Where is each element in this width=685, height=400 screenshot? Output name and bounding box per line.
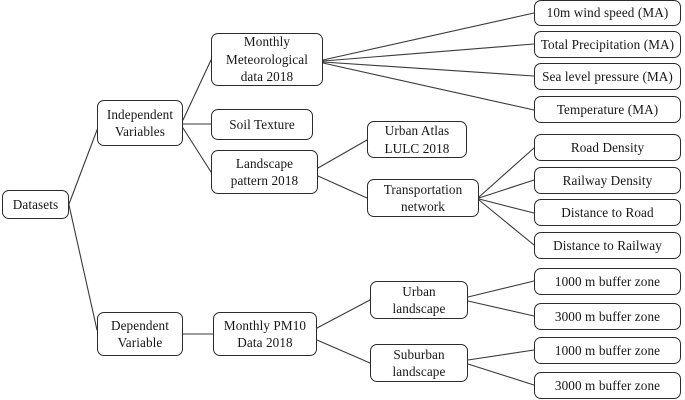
node-meteorological[interactable]: Monthly Meteorological data 2018 — [211, 33, 323, 86]
node-label-distance-road: Distance to Road — [561, 204, 654, 220]
node-label-pm10: Monthly PM10 Data 2018 — [223, 317, 307, 350]
node-pm10[interactable]: Monthly PM10 Data 2018 — [213, 312, 317, 356]
node-label-urban-buffer-3000: 3000 m buffer zone — [554, 308, 661, 324]
node-urban-atlas[interactable]: Urban Atlas LULC 2018 — [367, 121, 467, 158]
node-suburban-landscape[interactable]: Suburban landscape — [370, 344, 468, 382]
edge-independent-to-landscape-pattern — [182, 127, 212, 173]
edge-urban-landscape-to-urban-buffer-3000 — [467, 300, 535, 317]
node-road-density[interactable]: Road Density — [534, 134, 681, 161]
node-label-meteorological: Monthly Meteorological data 2018 — [226, 34, 308, 85]
node-label-datasets: Datasets — [12, 196, 59, 212]
node-temperature[interactable]: Temperature (MA) — [534, 96, 681, 123]
edge-meteorological-to-precipitation — [322, 43, 535, 62]
edge-meteorological-to-wind-speed — [322, 12, 535, 61]
node-distance-road[interactable]: Distance to Road — [534, 199, 681, 226]
node-label-dependent: Dependent Variable — [110, 317, 170, 350]
node-urban-landscape[interactable]: Urban landscape — [370, 281, 468, 319]
edge-datasets-to-independent — [68, 129, 98, 205]
node-label-wind-speed: 10m wind speed (MA) — [546, 5, 669, 21]
node-label-distance-railway: Distance to Railway — [553, 237, 662, 253]
edge-independent-to-meteorological — [182, 59, 212, 121]
node-urban-buffer-3000[interactable]: 3000 m buffer zone — [534, 303, 681, 330]
node-label-railway-density: Railway Density — [562, 172, 653, 188]
edge-meteorological-to-temperature — [322, 62, 535, 111]
node-label-road-density: Road Density — [570, 139, 645, 155]
node-independent[interactable]: Independent Variables — [97, 100, 183, 146]
node-transportation[interactable]: Transportation network — [367, 179, 479, 217]
edge-datasets-to-dependent — [68, 204, 98, 331]
edge-landscape-pattern-to-urban-atlas — [317, 139, 368, 169]
edge-suburban-landscape-to-suburban-buffer-1000 — [467, 349, 535, 361]
node-urban-buffer-1000[interactable]: 1000 m buffer zone — [534, 268, 681, 295]
node-dependent[interactable]: Dependent Variable — [97, 312, 183, 356]
edge-transportation-to-distance-road — [478, 198, 535, 214]
edge-urban-landscape-to-urban-buffer-1000 — [467, 280, 535, 298]
edge-landscape-pattern-to-transportation — [317, 175, 368, 199]
node-distance-railway[interactable]: Distance to Railway — [534, 232, 681, 259]
node-label-sea-level-pressure: Sea level pressure (MA) — [542, 68, 673, 84]
node-railway-density[interactable]: Railway Density — [534, 167, 681, 194]
node-label-landscape-pattern: Landscape pattern 2018 — [230, 155, 299, 188]
node-label-independent: Independent Variables — [106, 106, 174, 139]
node-label-precipitation: Total Precipitation (MA) — [540, 36, 675, 52]
node-label-suburban-buffer-3000: 3000 m buffer zone — [554, 377, 661, 393]
node-label-suburban-landscape: Suburban landscape — [392, 346, 446, 379]
node-label-suburban-buffer-1000: 1000 m buffer zone — [554, 342, 661, 358]
node-suburban-buffer-3000[interactable]: 3000 m buffer zone — [534, 372, 681, 399]
node-sea-level-pressure[interactable]: Sea level pressure (MA) — [534, 63, 681, 90]
node-label-temperature: Temperature (MA) — [556, 101, 659, 117]
edge-transportation-to-railway-density — [478, 179, 535, 199]
node-datasets[interactable]: Datasets — [2, 190, 69, 219]
edge-pm10-to-urban-landscape — [316, 299, 371, 329]
node-landscape-pattern[interactable]: Landscape pattern 2018 — [211, 150, 318, 194]
edge-suburban-landscape-to-suburban-buffer-3000 — [467, 363, 535, 386]
node-wind-speed[interactable]: 10m wind speed (MA) — [534, 0, 681, 26]
node-label-soil-texture: Soil Texture — [229, 116, 295, 132]
node-suburban-buffer-1000[interactable]: 1000 m buffer zone — [534, 337, 681, 364]
edge-pm10-to-suburban-landscape — [316, 339, 371, 364]
node-label-urban-landscape: Urban landscape — [392, 283, 446, 316]
node-soil-texture[interactable]: Soil Texture — [211, 109, 313, 140]
edge-meteorological-to-sea-level-pressure — [322, 61, 535, 77]
edge-transportation-to-road-density — [478, 147, 535, 198]
node-precipitation[interactable]: Total Precipitation (MA) — [534, 31, 681, 58]
node-label-urban-buffer-1000: 1000 m buffer zone — [554, 273, 661, 289]
edge-transportation-to-distance-railway — [478, 199, 535, 246]
node-label-transportation: Transportation network — [383, 181, 463, 214]
node-label-urban-atlas: Urban Atlas LULC 2018 — [384, 123, 450, 156]
